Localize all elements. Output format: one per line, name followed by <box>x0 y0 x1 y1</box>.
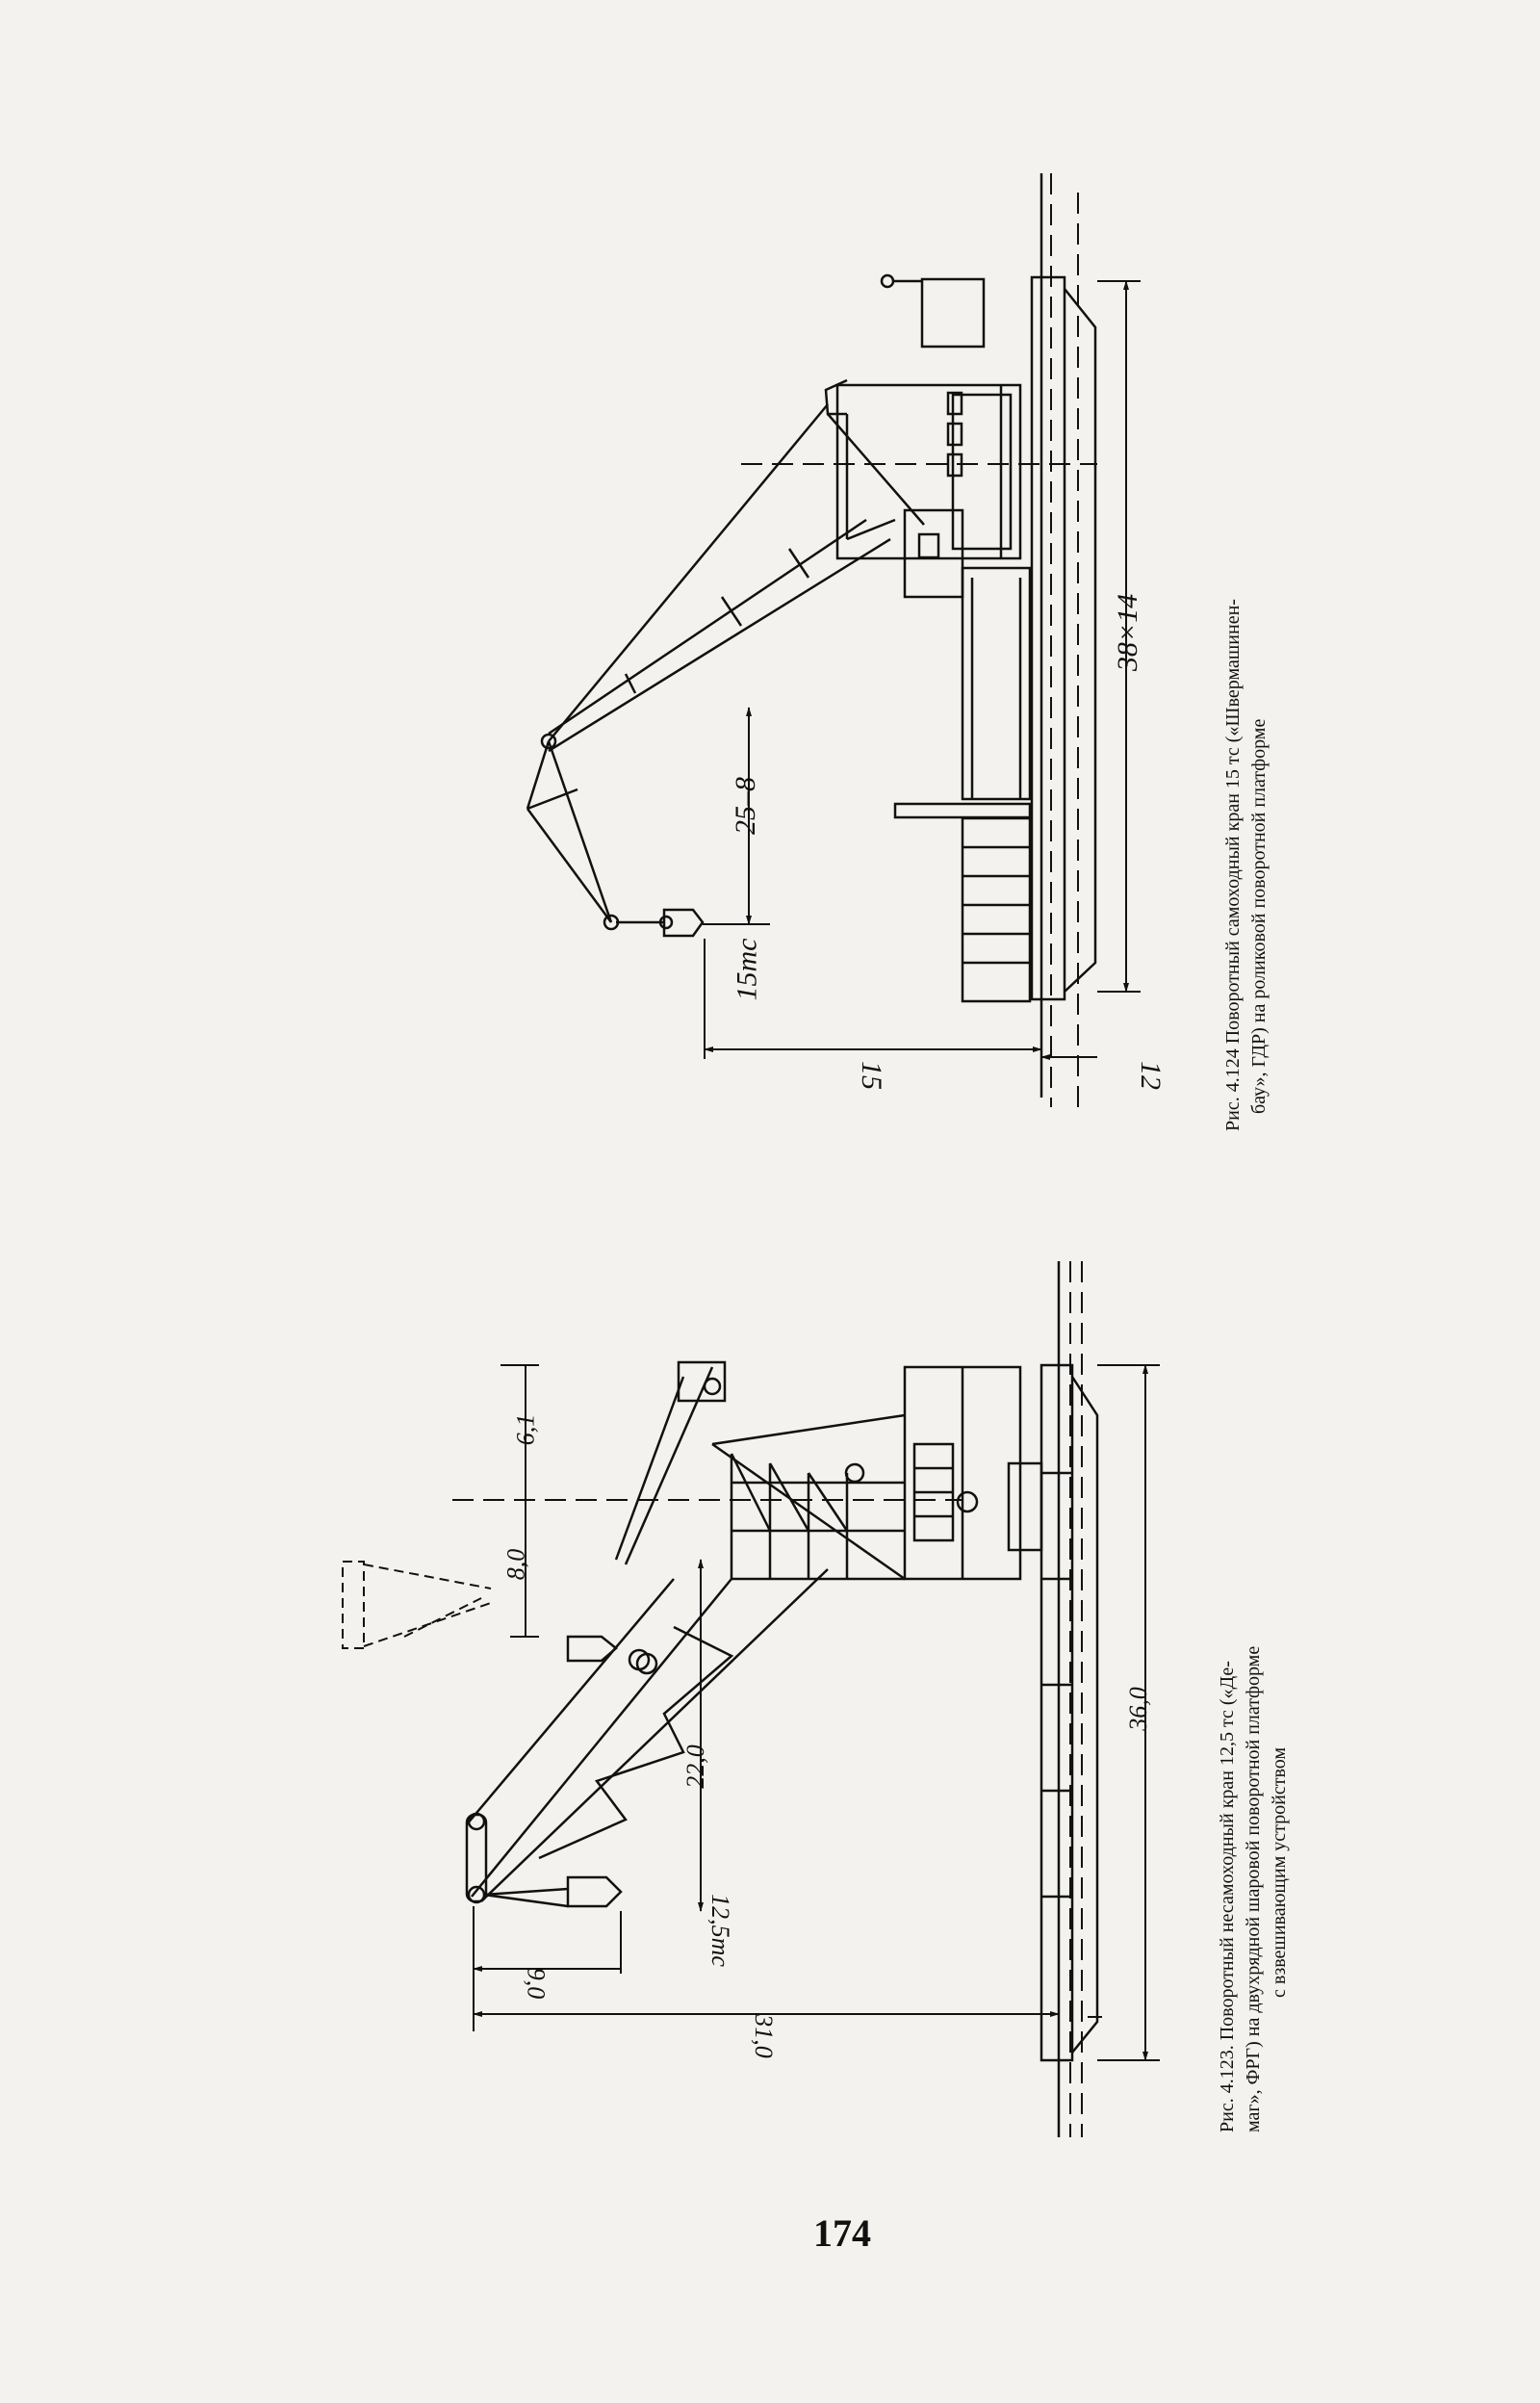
fig123-reach1: 9,0 <box>522 1967 551 2000</box>
fig123-length: 36,0 <box>1123 1687 1152 1731</box>
fig123-upper: 8,0 <box>501 1548 530 1581</box>
fig124-capacity: 15тс <box>731 938 763 1001</box>
fig123-capacity: 12,5тс <box>706 1894 734 1967</box>
fig123-height: 22,0 <box>680 1744 709 1789</box>
fig124-small: 12 <box>1135 1061 1167 1090</box>
fig124-boom-reach: 25–8 <box>730 777 761 835</box>
fig124-caption: Рис. 4.124 Поворотный самоходный кран 15… <box>1220 168 1272 1131</box>
fig123-top: 6,1 <box>511 1413 540 1446</box>
fig123-caption: Рис. 4.123. Поворотный несамоходный кран… <box>1215 1170 1293 2132</box>
fig123-reach2: 31,0 <box>749 2014 778 2058</box>
fig124-caption-line1: Рис. 4.124 Поворотный самоходный кран 15… <box>1222 599 1244 1131</box>
fig124-drawing <box>527 173 1141 1107</box>
page-number: 174 <box>813 2211 871 2255</box>
fig124-caption-line2: бау», ГДР) на роликовой поворотной платф… <box>1248 718 1270 1114</box>
fig123-caption-line1: Рис. 4.123. Поворотный несамоходный кран… <box>1217 1661 1238 2132</box>
fig124-span: 38×14 <box>1112 593 1144 672</box>
fig123-drawing <box>343 1261 1160 2137</box>
fig123-caption-line2: маг», ФРГ) на двухрядной шаровой поворот… <box>1243 1645 1264 2132</box>
fig124-outreach: 15 <box>856 1061 887 1090</box>
fig123-caption-line3: с взвешивающим устройством <box>1269 1746 1290 1998</box>
